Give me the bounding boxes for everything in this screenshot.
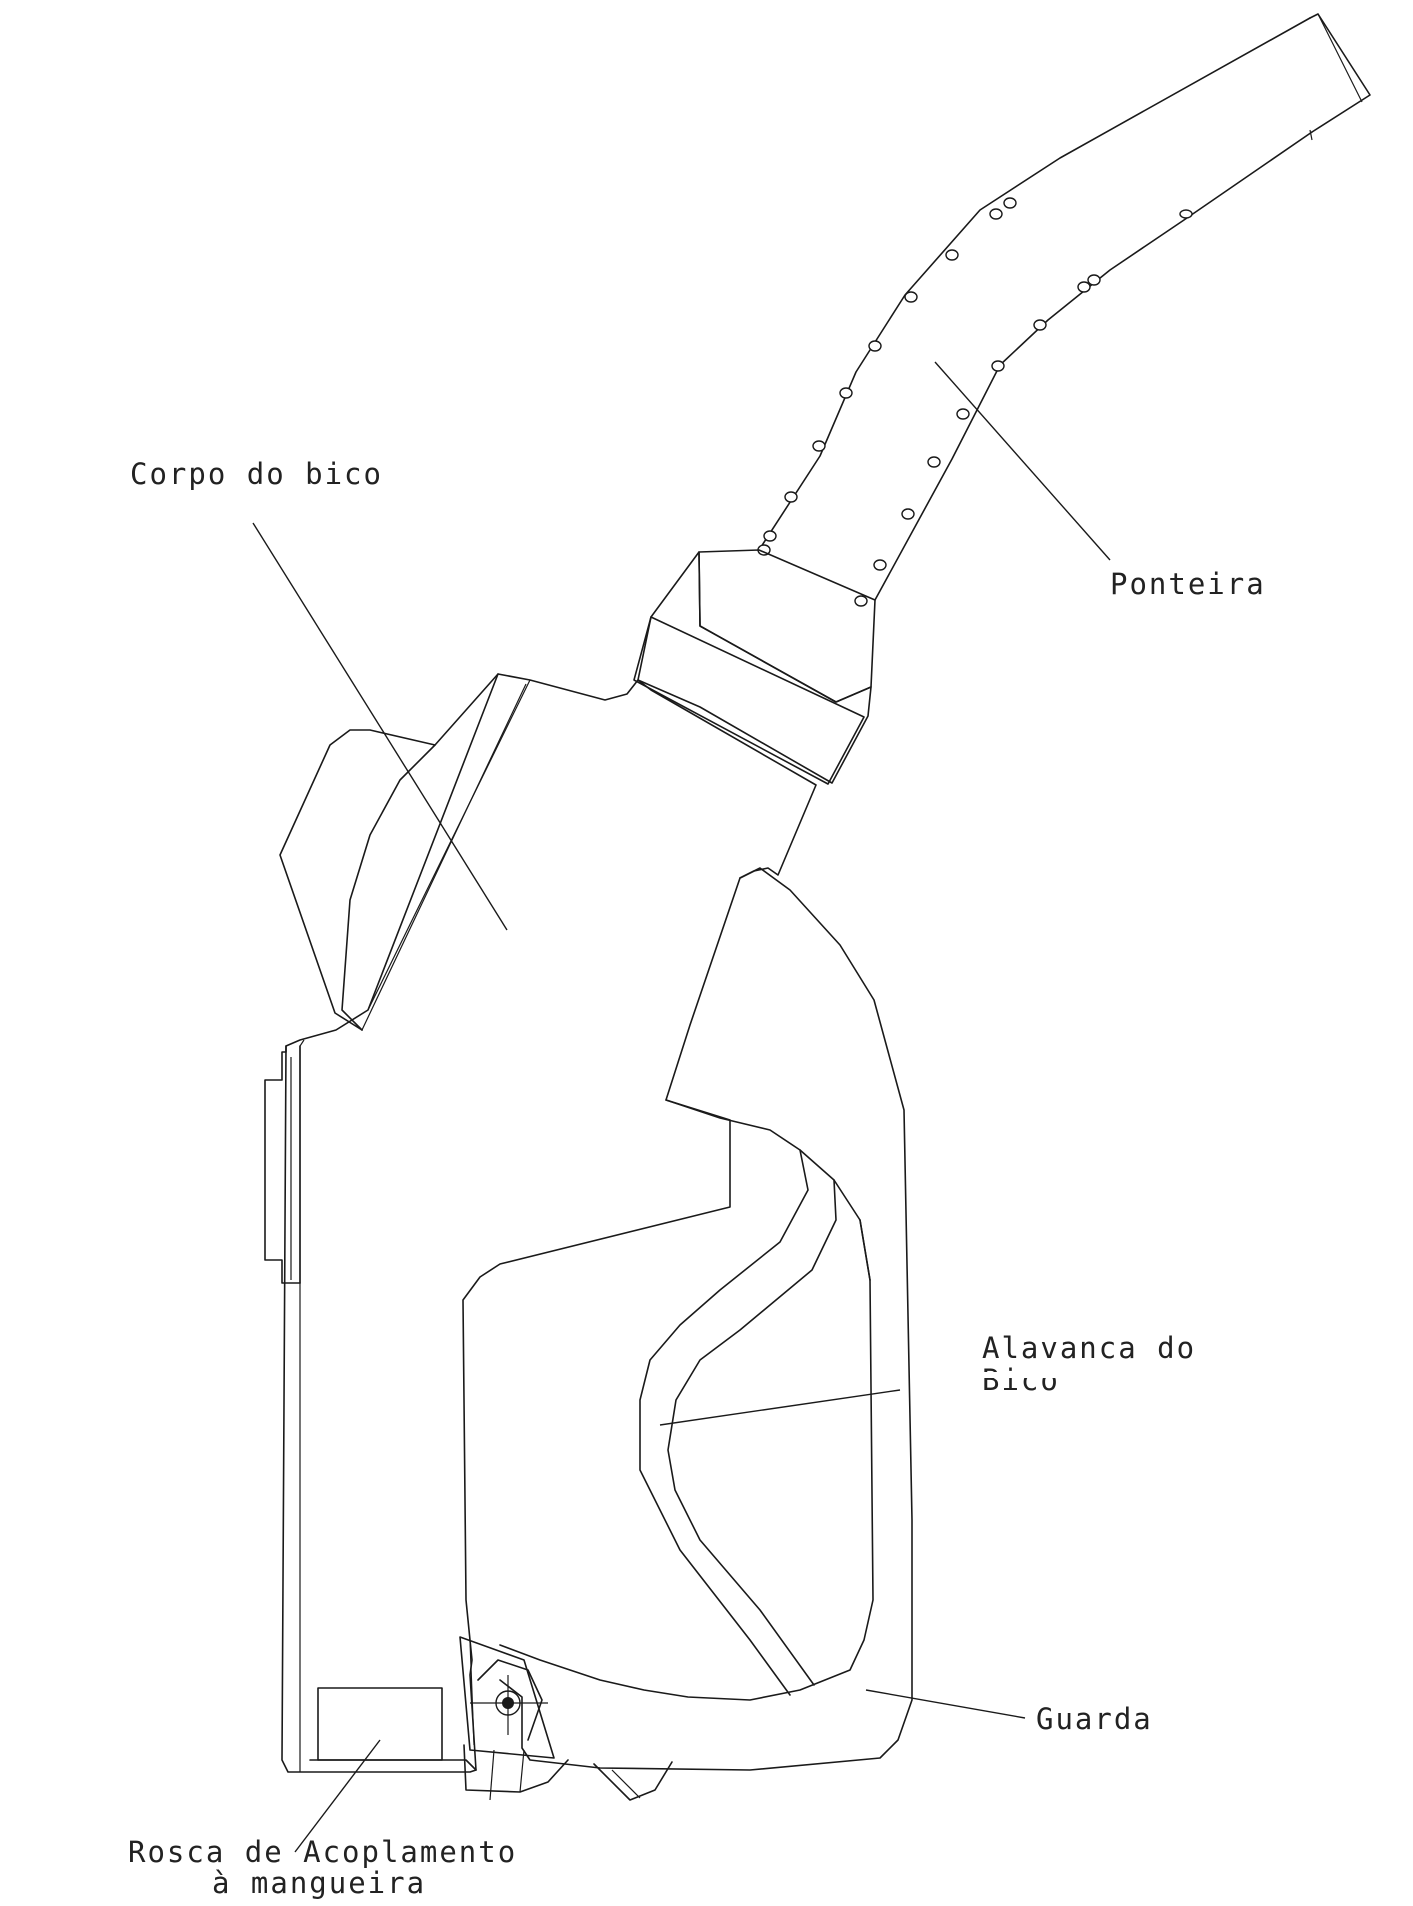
label-lever-line1: Alavanca do — [982, 1331, 1196, 1365]
spout — [757, 13, 1371, 607]
vapor-shroud — [279, 673, 499, 1031]
label-lever-line2: Bico — [982, 1363, 1060, 1397]
label-mask — [978, 1372, 1078, 1378]
label-spout: Ponteira — [1110, 567, 1266, 601]
spout-collar — [633, 549, 876, 785]
leader-lever — [659, 1389, 901, 1426]
nozzle-body — [264, 673, 817, 1773]
label-guard: Guarda — [1036, 1702, 1153, 1736]
handle-guard — [499, 867, 913, 1771]
leader-thread — [294, 1739, 381, 1853]
spout-rivets — [757, 197, 1193, 607]
leader-guard — [865, 1689, 1026, 1719]
lever-pivot — [459, 1636, 673, 1801]
hose-thread-box — [309, 1687, 477, 1771]
leader-spout — [934, 361, 1111, 561]
leader-body — [252, 522, 508, 931]
label-thread-line2: à mangueira — [212, 1866, 426, 1900]
label-body: Corpo do bico — [130, 457, 383, 491]
leader-lines — [252, 361, 1111, 1853]
label-thread-line1: Rosca de Acoplamento — [128, 1835, 517, 1869]
